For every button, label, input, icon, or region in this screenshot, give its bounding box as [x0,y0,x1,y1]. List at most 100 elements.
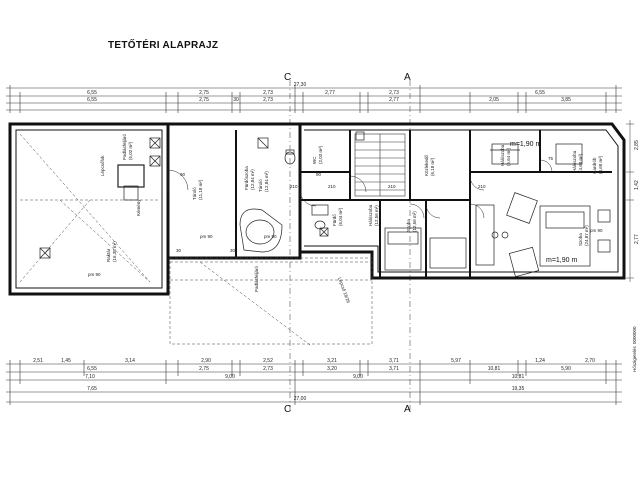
room-label-wc: WC [312,156,317,164]
dim-top2-5: 2,77 [389,97,399,103]
wall-30-a: 30 [176,248,182,253]
pm-label-2: pm 90 [200,234,213,239]
section-a-bottom: A [404,404,411,415]
right-dimension-lines [626,120,634,282]
dim-top-total: 27,30 [294,82,307,88]
chimney-boxes [39,131,365,259]
door-75: 75 [548,156,554,161]
dim-bot2-4: 3,20 [327,366,337,372]
room-label-padlasfeljaro: Padlásfeljáró [122,133,127,160]
dim-bottom-mid: 19,35 [512,386,525,392]
dim-top2-3: 30 [233,97,239,103]
dim-top-6: 6,55 [535,90,545,96]
room-label-gardrob: Gardrób [592,157,597,174]
room-area-tarolo2: (12,84 m²) [264,171,269,192]
door-90-b: 90 [316,172,322,177]
door-210-d: 210 [478,184,486,189]
room-label-furdo: Fürdő [332,214,337,226]
bottom-dimension-texts: 2,51 1,45 3,14 2,90 2,52 3,21 3,71 5,97 … [33,358,595,402]
room-area-szoba: (12,56 m²) [412,211,417,232]
dim-bot1-2: 1,45 [61,358,71,364]
dim-bot1-7: 3,71 [389,358,399,364]
doors [167,159,553,219]
dim-top-3: 2,73 [263,90,273,96]
dim-right-1: 2,85 [634,140,640,150]
room-label-raktar: Raktár [106,248,111,262]
dim-bot1-9: 1,24 [535,358,545,364]
pm-label-4: pm 90 [590,228,603,233]
dim-bot1-1: 2,51 [33,358,43,364]
wall-30-b: 30 [230,248,236,253]
room-label-furdoszoba: Fürdőszoba [244,166,249,190]
plan-title: TETŐTÉRI ALAPRAJZ [108,40,219,51]
outer-walls [8,122,626,296]
dim-bot1-6: 3,21 [327,358,337,364]
attic-access-label: Padlásfeljáró [254,265,259,292]
section-a-top: A [404,72,411,83]
dim-bot3-4: 10,81 [512,374,525,380]
room-area-furdo: (6,04 m²) [338,207,343,226]
side-code: 0000000 [632,326,637,344]
dim-bot2-2: 2,75 [199,366,209,372]
room-area-halo3: (4,68 m²) [578,153,583,172]
dim-bot3-2: 9,00 [225,374,235,380]
room-area-kozlekedo: (6,18 m²) [430,157,435,176]
dim-bot3-1: 7,10 [85,374,95,380]
dim-top2-1: 6,55 [87,97,97,103]
dim-bot3-3: 9,00 [353,374,363,380]
step-label: Lépcsőfok [100,155,105,176]
dim-bot1-3: 3,14 [125,358,135,364]
dim-top-1: 6,55 [87,90,97,96]
dim-bottom-total: 27,00 [294,396,307,402]
staircase [354,133,406,197]
room-labels: Padlásfeljáró (5,02 m²) Tároló (11,18 m²… [106,133,603,262]
room-area-furdoszoba: (12,84 m²) [250,169,255,190]
door-210-b: 210 [328,184,336,189]
dim-top2-2: 2,75 [199,97,209,103]
room-label-szoba: Szoba [406,219,411,232]
dim-bot2-5: 3,71 [389,366,399,372]
room-label-halo1: Hálószoba [368,204,373,226]
room-area-halo1: (12,56 m²) [374,205,379,226]
room-area-halo2: (5,64 m²) [506,147,511,166]
room-area-tarolo1: (11,18 m²) [198,179,203,200]
side-label: Hőszigetelés [632,345,637,372]
dim-top-2: 2,75 [199,90,209,96]
room-label-tarolo1: Tároló [192,187,197,200]
room-area-gardrob: (4,68 m²) [598,155,603,174]
dim-top2-6: 2,05 [489,97,499,103]
dim-bot1-4: 2,90 [201,358,211,364]
dim-top-4: 2,77 [325,90,335,96]
dim-bot2-6: 10,81 [488,366,501,372]
roof-hidden-lines [19,133,373,346]
height-label-2: m=1,90 m [546,257,577,264]
dim-bot2-7: 5,90 [561,366,571,372]
room-label-tarolo2: Tároló [258,179,263,192]
chimney-label: Kémény [136,199,141,216]
section-c-top: C [284,72,291,83]
section-c-bottom: C [284,404,291,415]
bottom-dimension-lines [6,360,622,405]
door-210-a: 210 [290,184,298,189]
bathroom-fixtures [239,149,329,253]
pm-label-3: pm 90 [264,234,277,239]
dim-top2-4: 2,73 [263,97,273,103]
dim-bot2-3: 2,73 [263,366,273,372]
room-label-szoba2: Szoba [578,233,583,246]
pm-label-1: pm 90 [88,272,101,277]
room-label-halo3: Hálószoba [572,150,577,172]
dim-bot4-1: 7,65 [87,386,97,392]
furniture [384,143,611,278]
room-area-wc: (2,03 m²) [318,145,323,164]
door-90-a: 90 [180,172,186,177]
dim-bot1-8: 5,97 [451,358,461,364]
dim-right-2: 1,42 [634,180,640,190]
height-label-1: m=1,90 m [510,141,541,148]
dim-top-5: 2,73 [389,90,399,96]
dim-bot1-10: 2,70 [585,358,595,364]
dim-right-3: 2,77 [634,234,640,244]
door-210-c: 210 [388,184,396,189]
dim-top2-7: 3,85 [561,97,571,103]
